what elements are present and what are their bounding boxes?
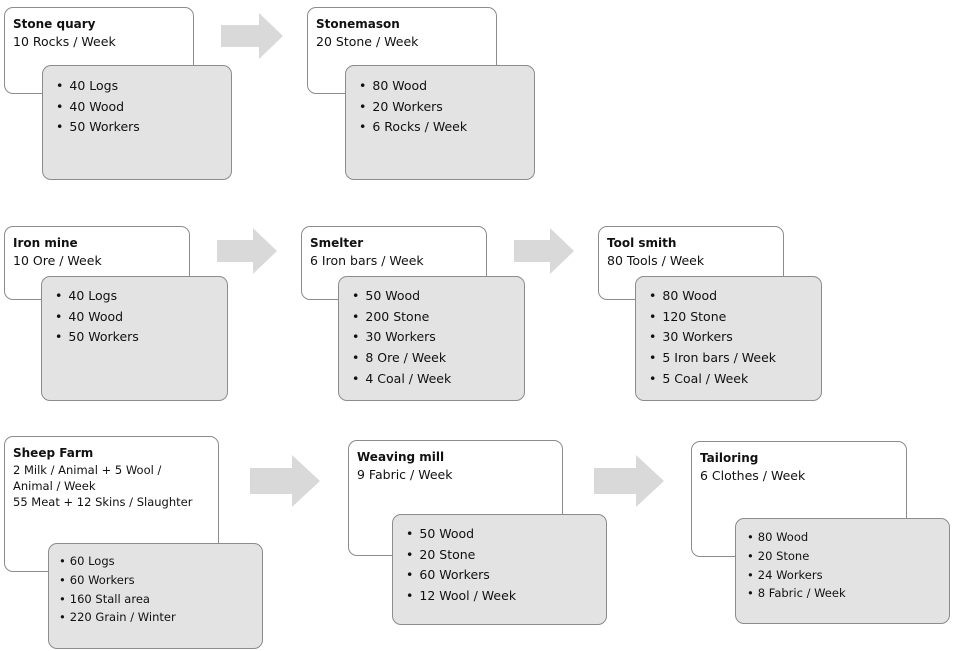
requirement-item: 20 Stone — [747, 547, 949, 566]
requirement-item: 12 Wool / Week — [406, 586, 606, 607]
requirement-item: 80 Wood — [649, 286, 821, 307]
requirement-item: 40 Logs — [56, 76, 231, 97]
node-output: 10 Rocks / Week — [13, 34, 116, 49]
requirement-item: 40 Wood — [56, 97, 231, 118]
requirement-item: 80 Wood — [359, 76, 534, 97]
node-output: 55 Meat + 12 Skins / Slaughter — [13, 495, 193, 509]
node-output: 6 Clothes / Week — [700, 468, 806, 483]
requirement-item: 24 Workers — [747, 566, 949, 585]
requirement-item: 40 Wood — [55, 307, 227, 328]
node-title: Tool smith — [607, 236, 677, 250]
node-title: Sheep Farm — [13, 446, 94, 460]
requirement-item: 30 Workers — [649, 327, 821, 348]
arrow-icon — [514, 228, 574, 274]
requirement-item: 5 Iron bars / Week — [649, 348, 821, 369]
requirement-item: 60 Workers — [406, 565, 606, 586]
node-output: 9 Fabric / Week — [357, 467, 453, 482]
stonemason-requirements: 80 Wood 20 Workers 6 Rocks / Week — [345, 65, 535, 180]
node-title: Stone quary — [13, 17, 96, 31]
node-output: 6 Iron bars / Week — [310, 253, 424, 268]
node-output: 20 Stone / Week — [316, 34, 419, 49]
requirement-item: 8 Ore / Week — [352, 348, 524, 369]
requirement-item: 80 Wood — [747, 528, 949, 547]
requirement-item: 60 Workers — [59, 571, 262, 590]
requirement-item: 60 Logs — [59, 552, 262, 571]
smelter-requirements: 50 Wood 200 Stone 30 Workers 8 Ore / Wee… — [338, 276, 525, 401]
node-output: 2 Milk / Animal + 5 Wool / — [13, 463, 162, 477]
requirement-item: 6 Rocks / Week — [359, 117, 534, 138]
requirement-item: 200 Stone — [352, 307, 524, 328]
arrow-icon — [217, 228, 277, 274]
requirement-item: 50 Workers — [55, 327, 227, 348]
requirement-item: 8 Fabric / Week — [747, 584, 949, 603]
arrow-icon — [221, 13, 283, 59]
requirement-item: 120 Stone — [649, 307, 821, 328]
requirement-item: 50 Wood — [352, 286, 524, 307]
tool-smith-requirements: 80 Wood 120 Stone 30 Workers 5 Iron bars… — [635, 276, 822, 401]
requirement-item: 50 Wood — [406, 524, 606, 545]
stone-quary-requirements: 40 Logs 40 Wood 50 Workers — [42, 65, 232, 180]
requirement-item: 40 Logs — [55, 286, 227, 307]
sheep-farm-requirements: 60 Logs 60 Workers 160 Stall area 220 Gr… — [48, 543, 263, 649]
requirement-item: 30 Workers — [352, 327, 524, 348]
requirement-item: 160 Stall area — [59, 590, 262, 609]
requirement-item: 5 Coal / Week — [649, 369, 821, 390]
weaving-mill-requirements: 50 Wood 20 Stone 60 Workers 12 Wool / We… — [392, 514, 607, 625]
iron-mine-requirements: 40 Logs 40 Wood 50 Workers — [41, 276, 228, 401]
stonemason-box: Stonemason 20 Stone / Week — [307, 7, 497, 94]
node-title: Stonemason — [316, 17, 400, 31]
tailoring-requirements: 80 Wood 20 Stone 24 Workers 8 Fabric / W… — [735, 518, 950, 624]
node-title: Tailoring — [700, 451, 759, 465]
requirement-item: 220 Grain / Winter — [59, 608, 262, 627]
node-title: Weaving mill — [357, 450, 445, 464]
requirement-item: 4 Coal / Week — [352, 369, 524, 390]
node-title: Smelter — [310, 236, 364, 250]
arrow-icon — [250, 455, 320, 507]
requirement-item: 50 Workers — [56, 117, 231, 138]
node-output: Animal / Week — [13, 479, 96, 493]
node-output: 10 Ore / Week — [13, 253, 102, 268]
requirement-item: 20 Stone — [406, 545, 606, 566]
node-output: 80 Tools / Week — [607, 253, 705, 268]
node-title: Iron mine — [13, 236, 78, 250]
arrow-icon — [594, 455, 664, 507]
requirement-item: 20 Workers — [359, 97, 534, 118]
